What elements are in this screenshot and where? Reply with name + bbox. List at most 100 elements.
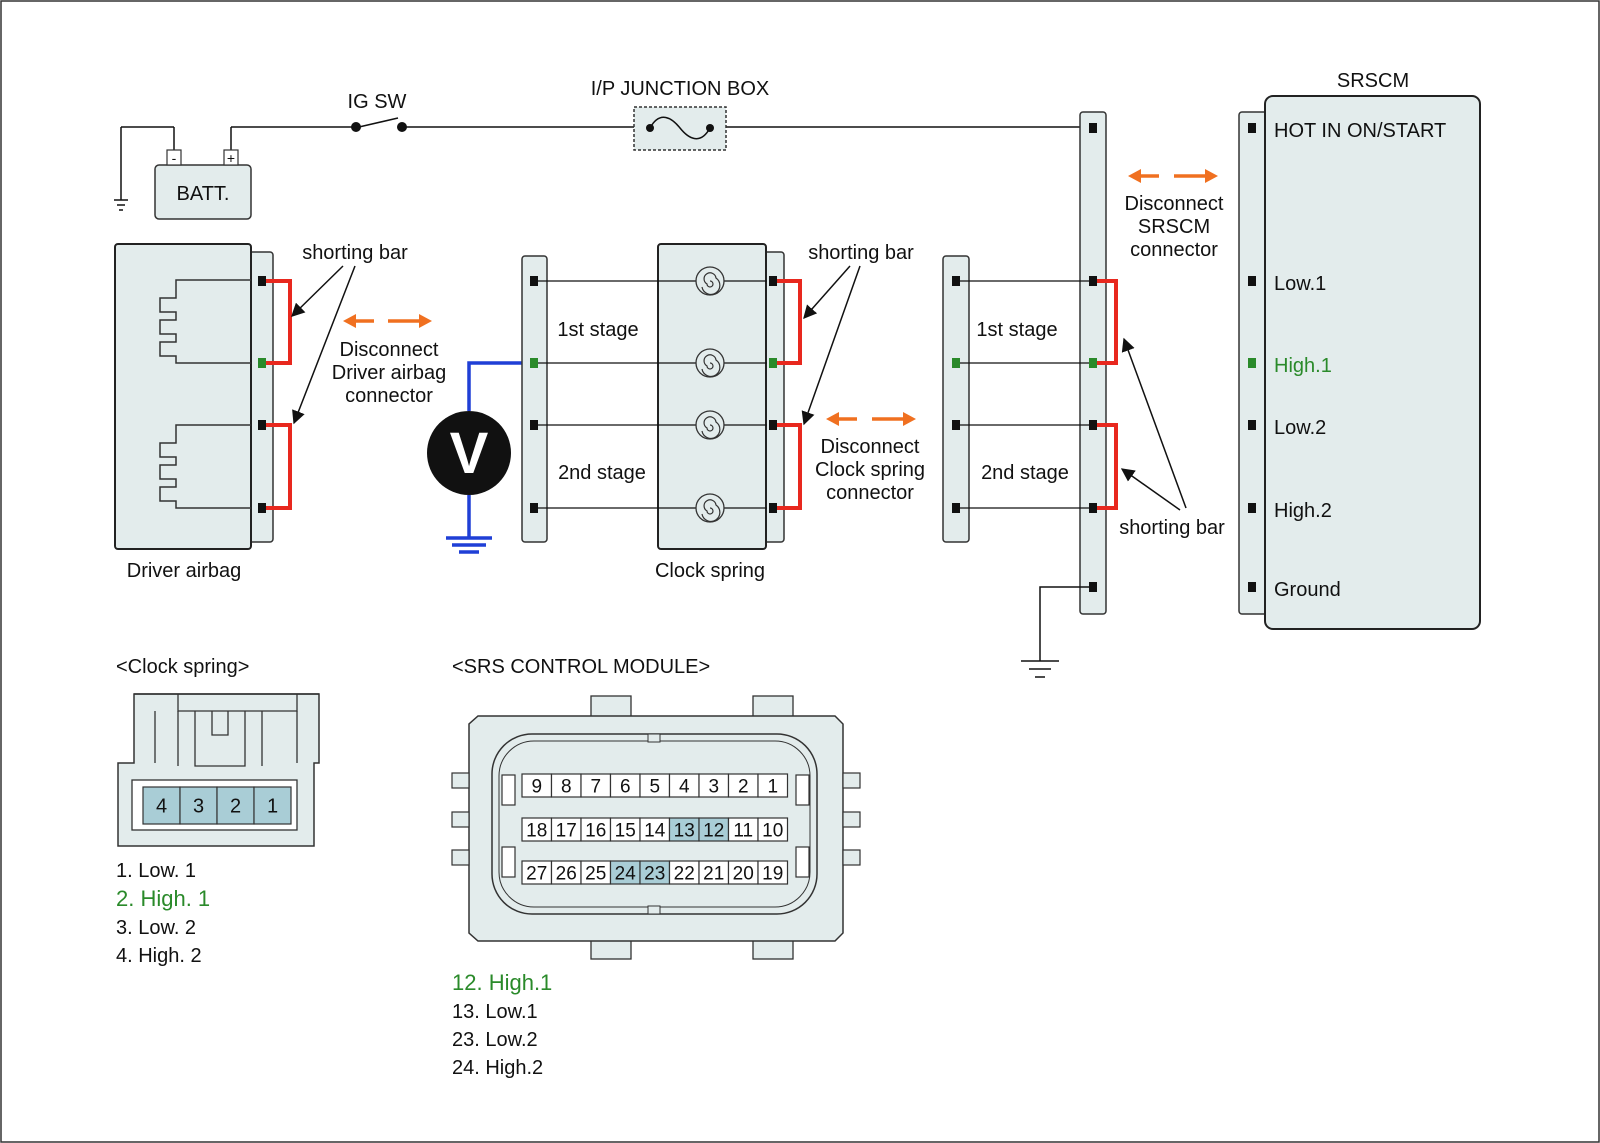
disconnect-srscm-line1: Disconnect bbox=[1125, 193, 1224, 215]
srscm-harness bbox=[942, 111, 1118, 678]
shorting-bar-label: shorting bar bbox=[302, 242, 408, 264]
pin-number: 11 bbox=[733, 820, 753, 841]
voltmeter-label: V bbox=[450, 421, 489, 486]
clock-spring-harness-connector bbox=[521, 255, 548, 543]
pin-cell bbox=[216, 786, 255, 825]
disconnect-clock-line3: connector bbox=[826, 482, 914, 504]
clock-spring-label: Clock spring bbox=[655, 560, 765, 582]
pin-cell bbox=[179, 786, 218, 825]
harness-connector bbox=[942, 255, 970, 543]
fuse-icon bbox=[649, 116, 711, 140]
disconnect-arrow-icon bbox=[1128, 169, 1218, 183]
clock-spring-connector-title: <Clock spring> bbox=[116, 656, 249, 678]
srs-module-legend-2: 13. Low.1 bbox=[452, 1001, 538, 1023]
shorting-bar bbox=[266, 423, 292, 510]
squib-2-icon bbox=[159, 424, 251, 509]
srscm-pin-low1: Low.1 bbox=[1274, 273, 1326, 295]
pin-number: 20 bbox=[733, 863, 754, 884]
pin-number: 2 bbox=[230, 796, 241, 818]
junction-box bbox=[633, 106, 727, 151]
pin-cell bbox=[757, 817, 789, 842]
clock-spring-legend-1: 1. Low. 1 bbox=[116, 860, 196, 882]
disconnect-driver-line3: connector bbox=[345, 385, 433, 407]
srscm-pin-hot-in: HOT IN ON/START bbox=[1274, 120, 1446, 142]
pin-number: 12 bbox=[703, 820, 724, 841]
pin-cell bbox=[757, 773, 789, 798]
battery-negative-label: - bbox=[172, 150, 177, 166]
pin-number: 24 bbox=[615, 863, 637, 884]
srs-module-legend-1: 12. High.1 bbox=[452, 970, 552, 995]
pin-cell bbox=[142, 786, 181, 825]
srscm-module bbox=[1238, 95, 1481, 630]
pin-number: 14 bbox=[644, 820, 666, 841]
shorting-bar bbox=[777, 279, 802, 365]
pin-number: 17 bbox=[556, 820, 577, 841]
pin-number: 9 bbox=[531, 776, 542, 797]
pin-number: 23 bbox=[644, 863, 665, 884]
ig-switch-contact bbox=[397, 122, 407, 132]
pin-number: 3 bbox=[708, 776, 719, 797]
srscm-pin-high2: High.2 bbox=[1274, 500, 1332, 522]
probe-wire bbox=[467, 361, 534, 411]
pin-number: 6 bbox=[620, 776, 631, 797]
shorting-bar bbox=[1097, 279, 1118, 365]
driver-airbag bbox=[114, 243, 292, 550]
pin-number: 16 bbox=[585, 820, 606, 841]
second-stage-label: 2nd stage bbox=[981, 462, 1069, 484]
disconnect-driver-line1: Disconnect bbox=[340, 339, 439, 361]
pin-number: 25 bbox=[585, 863, 606, 884]
pin-number: 4 bbox=[156, 796, 167, 818]
pin-number: 7 bbox=[590, 776, 601, 797]
disconnect-srscm-line2: SRSCM bbox=[1138, 216, 1210, 238]
ground-symbol bbox=[114, 199, 128, 211]
pin-number: 1 bbox=[767, 776, 778, 797]
pin-number: 1 bbox=[267, 796, 278, 818]
driver-airbag-label: Driver airbag bbox=[127, 560, 241, 582]
pin-number: 22 bbox=[674, 863, 695, 884]
shorting-bar-label: shorting bar bbox=[1119, 517, 1225, 539]
srscm-title: SRSCM bbox=[1337, 70, 1409, 92]
battery: - + BATT. bbox=[154, 149, 252, 220]
first-stage-label: 1st stage bbox=[557, 319, 638, 341]
srs-module-connector-title: <SRS CONTROL MODULE> bbox=[452, 656, 710, 678]
shorting-bar-label: shorting bar bbox=[808, 242, 914, 264]
pin-number: 27 bbox=[526, 863, 547, 884]
junction-box-label: I/P JUNCTION BOX bbox=[591, 78, 770, 100]
pin-number: 19 bbox=[762, 863, 783, 884]
srscm-pin-high1: High.1 bbox=[1274, 355, 1332, 377]
voltmeter: V bbox=[427, 361, 534, 554]
pin-number: 13 bbox=[674, 820, 695, 841]
pin-number: 21 bbox=[703, 863, 724, 884]
pin-number: 15 bbox=[615, 820, 636, 841]
pin-number: 18 bbox=[526, 820, 547, 841]
disconnect-srscm-line3: connector bbox=[1130, 239, 1218, 261]
battery-label: BATT. bbox=[177, 183, 230, 205]
squib-1-icon bbox=[159, 279, 251, 364]
pin-number: 8 bbox=[561, 776, 572, 797]
clock-spring-legend-2: 2. High. 1 bbox=[116, 886, 210, 911]
shorting-bar bbox=[1097, 423, 1118, 510]
pin-cell bbox=[757, 860, 789, 885]
voltmeter-icon bbox=[427, 411, 511, 495]
shorting-bar bbox=[777, 423, 802, 510]
disconnect-clock-line2: Clock spring bbox=[815, 459, 925, 481]
shorting-bar bbox=[266, 279, 292, 365]
pin-number: 10 bbox=[762, 820, 783, 841]
ig-switch-contact bbox=[351, 122, 361, 132]
pin-number: 26 bbox=[556, 863, 577, 884]
disconnect-arrow-icon bbox=[826, 412, 916, 426]
battery-positive-label: + bbox=[227, 150, 235, 166]
pin-cell bbox=[253, 786, 292, 825]
second-stage-label: 2nd stage bbox=[558, 462, 646, 484]
pin-number: 5 bbox=[649, 776, 660, 797]
srs-module-legend-4: 24. High.2 bbox=[452, 1057, 543, 1079]
disconnect-clock-line1: Disconnect bbox=[821, 436, 920, 458]
pin-number: 4 bbox=[679, 776, 690, 797]
disconnect-driver-line2: Driver airbag bbox=[332, 362, 446, 384]
first-stage-label: 1st stage bbox=[976, 319, 1057, 341]
